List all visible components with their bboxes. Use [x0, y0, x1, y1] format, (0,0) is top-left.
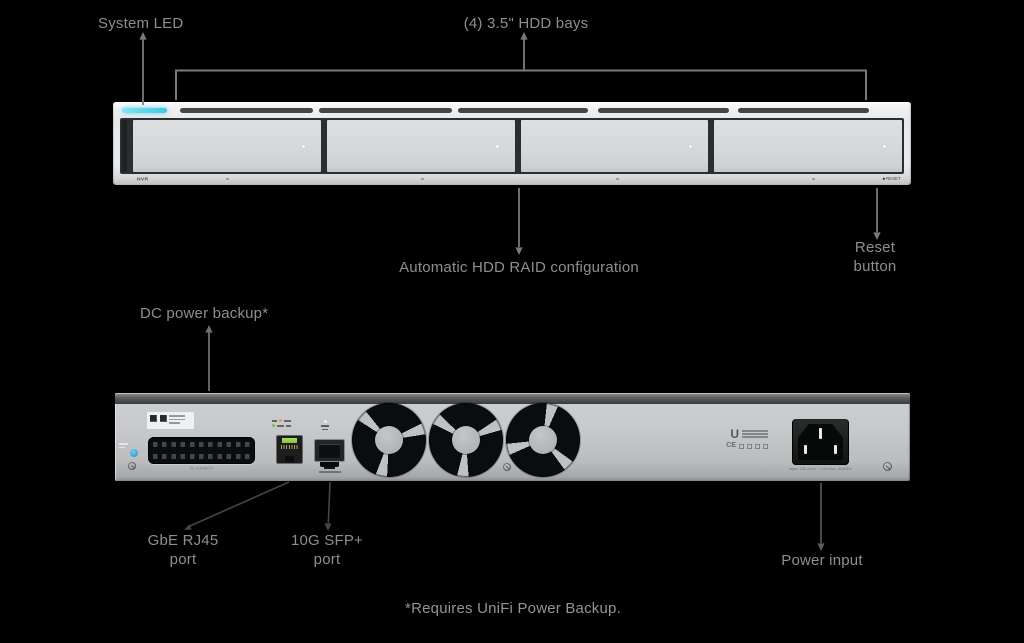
callout-arrow-hdd-bays [520, 32, 528, 40]
hdd-bay-2 [326, 120, 515, 172]
reset-pinhole-icon [883, 177, 886, 180]
bay-latch-mark [616, 178, 619, 180]
white-led-icon [323, 420, 327, 423]
callout-line-gbe [189, 481, 290, 527]
vent-slot [738, 108, 869, 113]
qr-code-icon [149, 414, 157, 422]
callout-arrow-dc-backup [205, 325, 213, 333]
ethernet-led-legend [272, 419, 291, 429]
line-pin [804, 445, 807, 454]
callout-label-raid: Automatic HDD RAID configuration [399, 259, 639, 276]
bay-latch-mark [421, 178, 424, 180]
certification-marks: CE [682, 442, 768, 449]
sfp-led-legend [321, 420, 329, 430]
cert-mark-icon [755, 443, 760, 449]
cert-mark-icon [763, 443, 768, 449]
cert-mark-icon [747, 443, 752, 449]
reset-button: RESET [883, 176, 901, 181]
vent-slot [458, 108, 588, 113]
callout-label-hdd-bays: (4) 3.5" HDD bays [463, 15, 589, 32]
label-text-lines [169, 414, 185, 427]
footnote: *Requires UniFi Power Backup. [405, 600, 621, 617]
hdd-bay-4 [714, 120, 902, 172]
callout-label-system-led: System LED [98, 15, 184, 32]
callout-bracket-hdd-bays [175, 69, 867, 100]
vent-slot [598, 108, 729, 113]
nvr-front-panel: NVR RESET [113, 102, 911, 185]
connector-pin-row [153, 454, 250, 459]
callout-line-sfp [327, 481, 331, 524]
amber-led-icon [279, 419, 282, 422]
ce-mark: CE [726, 442, 736, 449]
screw-icon [128, 462, 136, 470]
regulatory-text-lines [742, 429, 768, 438]
front-bottom-strip: NVR RESET [120, 174, 904, 185]
callout-arrow-gbe [184, 524, 192, 530]
nvr-model-badge: NVR [137, 176, 149, 182]
callout-arrow-sfp [324, 523, 332, 531]
rj45-notch [285, 456, 294, 462]
cooling-fan-1 [352, 403, 426, 477]
connector-pin-row [153, 442, 250, 447]
screw-icon [503, 463, 511, 471]
legend-mark [277, 424, 284, 427]
screw-icon [883, 462, 892, 471]
callout-arrow-system-led [139, 32, 147, 40]
back-top-edge [115, 393, 910, 404]
cooling-fan-2 [429, 403, 503, 477]
ground-pin [819, 428, 822, 439]
dc-indicator-icon [130, 449, 138, 457]
regulatory-block: U CE [682, 427, 768, 449]
callout-label-gbe: GbE RJ45 port [147, 532, 219, 568]
callout-arrow-power-input [817, 543, 825, 551]
power-rating-silkscreen: Input: 100-240V~ 2.0A Max, 50/60Hz [788, 467, 853, 471]
ubiquiti-logo-icon: U [730, 427, 739, 441]
sfp-silkscreen-mark [319, 471, 341, 473]
reset-silkscreen-label: RESET [886, 176, 901, 181]
dc-connector-silkscreen: DC CONNECT [189, 467, 214, 471]
sfp-plus-port [314, 439, 345, 462]
sfp-pull-handle [324, 467, 335, 469]
hdd-bay-3 [520, 120, 709, 172]
sfp-pull-tab [320, 462, 339, 467]
silkscreen-marks [119, 443, 128, 450]
callout-arrow-raid [515, 247, 523, 255]
callout-label-dc-backup: DC power backup* [140, 305, 269, 322]
neutral-pin [834, 445, 837, 454]
qr-code-icon [159, 414, 167, 422]
dc-power-backup-connector [148, 437, 255, 464]
callout-label-reset: Reset button [853, 239, 897, 275]
bay-frame-strip [122, 120, 127, 172]
legend-mark [286, 424, 291, 427]
hdd-bay-1 [133, 120, 321, 172]
cooling-fan-3 [506, 403, 580, 477]
callout-label-power-input: Power input [781, 552, 863, 569]
gbe-rj45-port [276, 435, 303, 464]
nvr-back-panel: DC CONNECT [115, 393, 910, 481]
cert-mark-icon [739, 443, 744, 449]
hdd-bay-area [120, 118, 904, 174]
legend-mark [272, 419, 277, 422]
vent-slot [319, 108, 452, 113]
callout-label-sfp: 10G SFP+ port [290, 532, 364, 568]
product-label-sticker [147, 412, 194, 429]
vent-slot [180, 108, 313, 113]
bay-latch-mark [226, 178, 229, 180]
green-led-icon [272, 424, 275, 427]
bay-latch-mark [812, 178, 815, 180]
legend-mark [284, 419, 291, 422]
system-led-bar [122, 108, 167, 113]
power-input-socket [792, 419, 849, 465]
